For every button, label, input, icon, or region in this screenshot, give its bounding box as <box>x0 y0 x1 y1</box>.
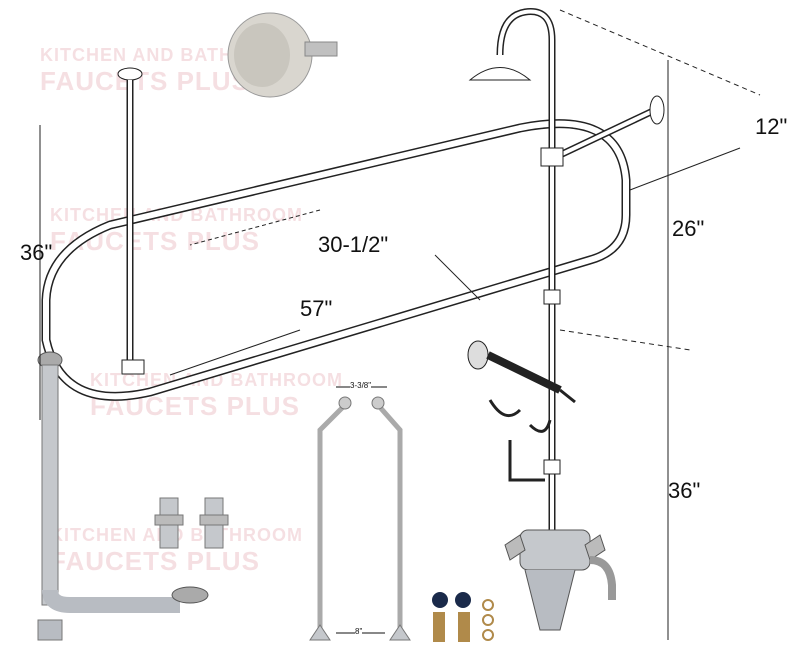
supply-lines <box>309 386 411 641</box>
dimension-supply-top: 3-3/8" <box>350 381 372 390</box>
dimension-supply-bottom: 8" <box>355 627 363 636</box>
dimension-ring-length: 57" <box>300 296 333 321</box>
dimension-lines <box>39 9 761 640</box>
riser-pipe <box>468 8 564 540</box>
hand-shower <box>467 340 576 482</box>
dimension-ring-width: 30-1/2" <box>318 232 389 257</box>
ceiling-support-rod <box>117 67 145 375</box>
dimension-riser-lower: 36" <box>668 478 701 503</box>
stop-valves <box>154 497 229 549</box>
dimension-wall-offset: 12" <box>755 114 788 139</box>
dimension-riser-upper: 26" <box>672 216 705 241</box>
wall-support <box>558 95 665 159</box>
tub-faucet <box>504 529 616 631</box>
shower-head-image <box>227 12 338 98</box>
tub-drain <box>37 351 209 641</box>
hardware-kit <box>432 592 494 642</box>
dimension-rod-height: 36" <box>20 240 53 265</box>
